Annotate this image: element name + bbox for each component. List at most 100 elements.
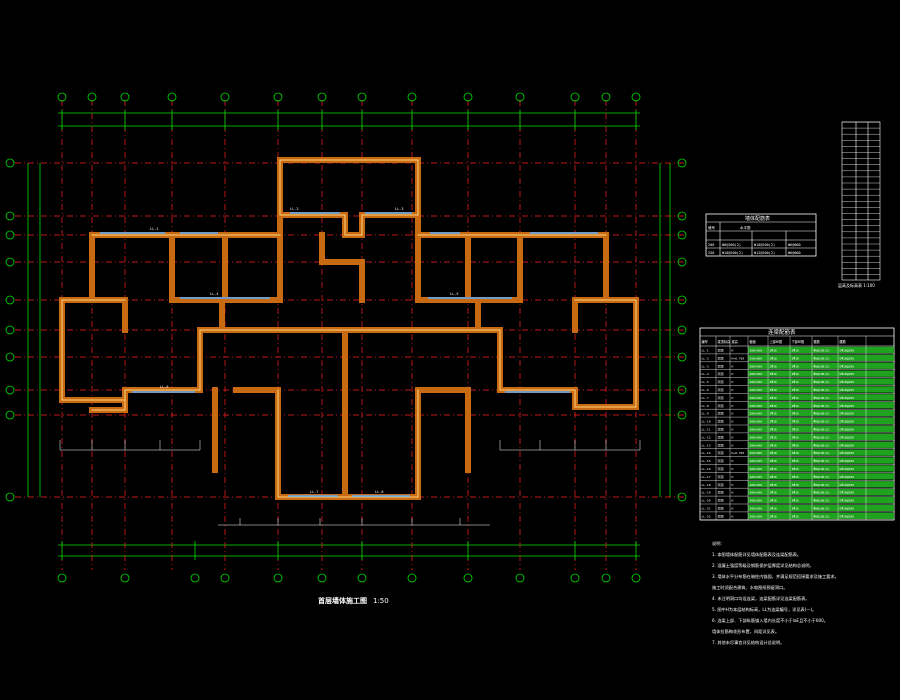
beam-table-cell: 2Φ16 bbox=[792, 507, 799, 511]
beam-table-cell: 2Φ16 bbox=[770, 443, 777, 447]
beam-table-cell: Φ8@100(2) bbox=[814, 396, 830, 400]
beam-table-cell: 2Φ16 bbox=[792, 372, 799, 376]
beam-table-cell: 洞顶 bbox=[718, 506, 724, 511]
beam-table-cell: LL-6 bbox=[702, 388, 709, 392]
beam-table-cell: LL-4 bbox=[702, 372, 709, 376]
note-item: 7. 其他未尽事宜详见结构设计总说明。 bbox=[712, 640, 785, 645]
beam-row-highlight bbox=[748, 354, 894, 361]
beam-row-highlight bbox=[748, 410, 894, 417]
beam-table-cell: Φ8@100(2) bbox=[814, 428, 830, 432]
beam-label: LL-2 bbox=[290, 207, 298, 211]
beam-row-highlight bbox=[748, 489, 894, 496]
beam-table-cell: GΦ10@200 bbox=[840, 420, 855, 424]
note-item: 6. 连梁上部、下部纵筋锚入墙内长度不小于laE且不小于600。 bbox=[712, 618, 829, 623]
beam-table-cell: 2Φ16 bbox=[770, 467, 777, 471]
note-item: 4. 未注明洞口均设连梁，连梁配筋详见连梁配筋表。 bbox=[712, 596, 810, 601]
beam-row-highlight bbox=[748, 394, 894, 401]
beam-table-cell: 洞顶 bbox=[718, 411, 724, 416]
beam-table-cell: LL-22 bbox=[702, 514, 711, 518]
beam-table-cell: Φ8@100(2) bbox=[814, 364, 830, 368]
wall-table-cell: Φ6@600 bbox=[788, 243, 801, 247]
beam-table-cell: 200×500 bbox=[750, 435, 763, 439]
wall-reinforcement-table: 墙体配筋表 墙号 水平筋 200 Φ8@200(2) Φ10@200(2) Φ6… bbox=[705, 213, 817, 257]
beam-table-cell: 200×450 bbox=[750, 507, 763, 511]
beam-table-cell: GΦ10@200 bbox=[840, 412, 855, 416]
beam-table-cell: Φ8@100(2) bbox=[814, 388, 830, 392]
beam-table-header-cell: 梁高 bbox=[732, 339, 738, 344]
beam-table-cell: GΦ10@200 bbox=[840, 483, 855, 487]
beam-table-cell: H bbox=[732, 364, 734, 368]
beam-row-highlight bbox=[748, 417, 894, 425]
beam-table-cell: 200×450 bbox=[750, 443, 763, 447]
beam-table-cell: LL-9 bbox=[702, 412, 709, 416]
beam-table-cell: 200×450 bbox=[750, 459, 763, 463]
beam-table-cell: H bbox=[732, 443, 734, 447]
beam-table-cell: 洞顶 bbox=[718, 434, 724, 439]
beam-table-cell: 2Φ16 bbox=[792, 412, 799, 416]
beam-table-cell: 2Φ16 bbox=[770, 507, 777, 511]
beam-table-cell: LL-2 bbox=[702, 356, 709, 360]
beam-row-highlight bbox=[748, 433, 894, 440]
beam-table-cell: 2Φ18 bbox=[792, 483, 799, 487]
beam-table-cell: 2Φ18 bbox=[792, 356, 799, 360]
beam-table-cell: 2Φ16 bbox=[792, 459, 799, 463]
beam-label: LL-3 bbox=[395, 207, 403, 211]
beam-table-cell: 2Φ16 bbox=[792, 404, 799, 408]
beam-table-cell: H+0.750 bbox=[732, 451, 745, 455]
beam-table-cell: 洞顶 bbox=[718, 379, 724, 384]
axis-bubbles-right bbox=[677, 158, 687, 502]
beam-table-cell: LL-10 bbox=[702, 420, 711, 424]
beam-table-cell: 200×500 bbox=[750, 388, 763, 392]
beam-row-highlight bbox=[748, 465, 894, 472]
beam-table-cell: Φ8@100(2) bbox=[814, 507, 830, 511]
beam-row-highlight bbox=[748, 512, 894, 519]
wall-table-cell: Φ10@200(2) bbox=[754, 243, 775, 247]
beam-table-cell: 2Φ16 bbox=[770, 364, 777, 368]
beam-table-cell: 200×500 bbox=[750, 349, 763, 353]
beam-table-cell: Φ8@100(2) bbox=[814, 483, 830, 487]
beam-table-cell: 200×450 bbox=[750, 475, 763, 479]
beam-table-cell: 洞顶 bbox=[718, 387, 724, 392]
beam-table-cell: 2Φ16 bbox=[770, 372, 777, 376]
beam-table-cell: Φ8@100(2) bbox=[814, 372, 830, 376]
wall-table-cell: Φ6@600 bbox=[788, 251, 801, 255]
beam-table-cell: Φ8@100(2) bbox=[814, 451, 830, 455]
beam-table-cell: H bbox=[732, 483, 734, 487]
beam-row-highlight bbox=[748, 378, 894, 385]
beam-table-cell: 2Φ18 bbox=[770, 420, 777, 424]
beam-table-cell: Φ8@100(2) bbox=[814, 435, 830, 439]
beam-table-cell: 2Φ16 bbox=[792, 435, 799, 439]
beam-table-cell: Φ8@100(2) bbox=[814, 443, 830, 447]
beam-table-cell: LL-20 bbox=[702, 499, 711, 503]
wall-table-cell: Φ12@200(2) bbox=[754, 251, 775, 255]
beam-table-cell: H bbox=[732, 372, 734, 376]
beam-table-cell: 2Φ16 bbox=[770, 435, 777, 439]
beam-table-cell: GΦ10@200 bbox=[840, 364, 855, 368]
beam-table-cell: 200×500 bbox=[750, 499, 763, 503]
beam-table-cell: 2Φ16 bbox=[792, 491, 799, 495]
beam-row-highlight bbox=[748, 370, 894, 377]
beam-table-cell: H bbox=[732, 388, 734, 392]
beam-table-cell: 200×450 bbox=[750, 428, 763, 432]
beam-table-cell: GΦ10@200 bbox=[840, 514, 855, 518]
beam-row-highlight bbox=[748, 362, 894, 369]
beam-table-cell: 2Φ16 bbox=[770, 380, 777, 384]
beam-table-cell: 2Φ18 bbox=[792, 420, 799, 424]
beam-label: LL-7 bbox=[310, 490, 318, 494]
beam-table-cell: GΦ10@200 bbox=[840, 380, 855, 384]
floor-elevation-caption: 层高及标高表 1:100 bbox=[838, 283, 875, 288]
beam-table-cell: 2Φ16 bbox=[792, 514, 799, 518]
beam-table-cell: LL-19 bbox=[702, 491, 711, 495]
beam-table-cell: 洞顶 bbox=[718, 458, 724, 463]
beam-table-cell: Φ8@100(2) bbox=[814, 404, 830, 408]
wall-table-title: 墙体配筋表 bbox=[745, 215, 770, 222]
beam-table-cell: LL-3 bbox=[702, 364, 709, 368]
beam-table-cell: H bbox=[732, 380, 734, 384]
beam-table-cell: 2Φ16 bbox=[792, 475, 799, 479]
note-item: 施工时须配合建筑、水电图纸预留洞口。 bbox=[712, 585, 788, 590]
beam-table-cell: 2Φ16 bbox=[792, 396, 799, 400]
beam-table-cell: Φ8@100(2) bbox=[814, 459, 830, 463]
beam-table-cell: GΦ10@200 bbox=[840, 499, 855, 503]
beam-table-cell: LL-1 bbox=[702, 349, 709, 353]
